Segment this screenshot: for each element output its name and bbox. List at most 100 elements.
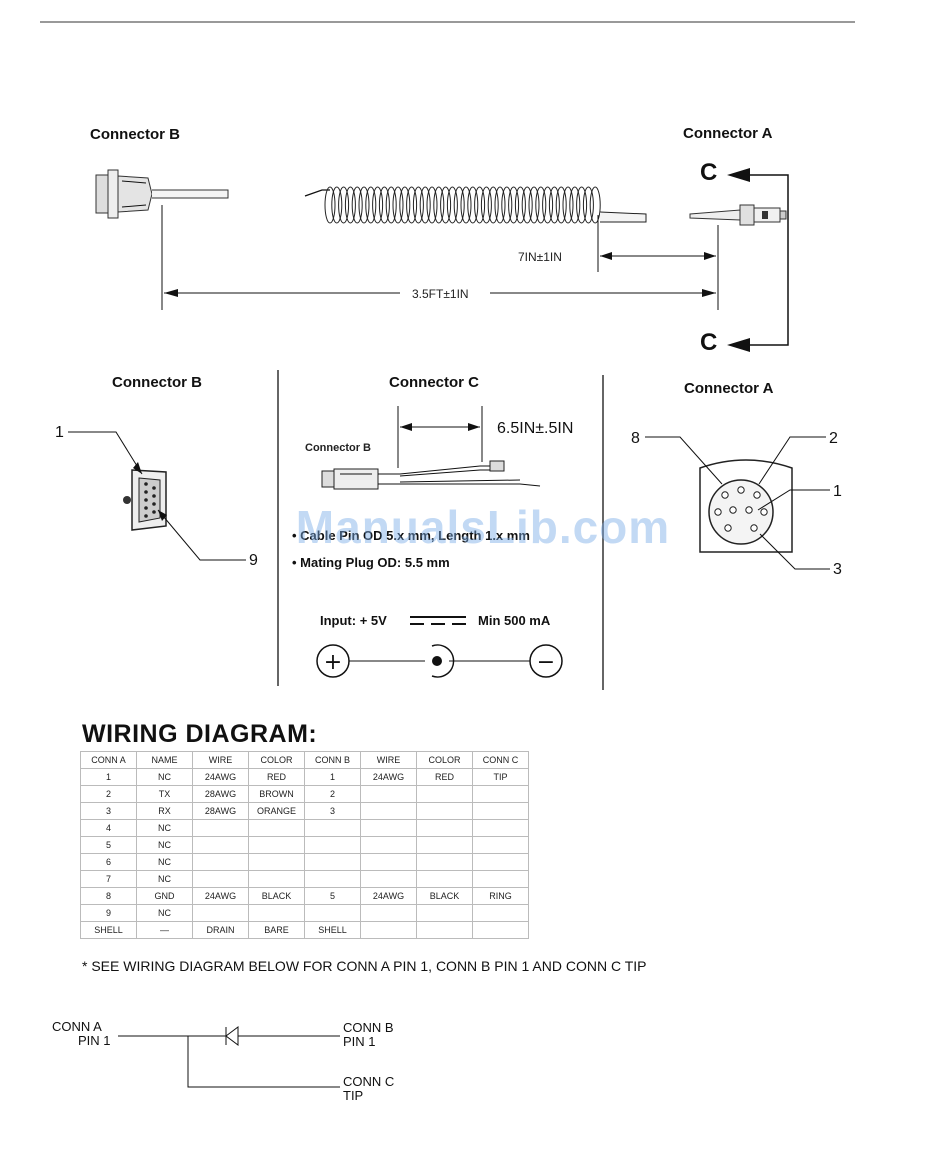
table-cell bbox=[360, 870, 417, 888]
table-cell: 8 bbox=[80, 887, 137, 905]
table-cell bbox=[192, 904, 249, 922]
din-pin-2-label: 2 bbox=[829, 430, 838, 447]
coil-loop bbox=[508, 186, 520, 224]
table-cell: TX bbox=[136, 785, 193, 803]
coiled-cable-icon bbox=[304, 186, 647, 224]
table-cell bbox=[192, 870, 249, 888]
coil-lead-right bbox=[599, 211, 647, 223]
table-cell: GND bbox=[136, 887, 193, 905]
coil-loop bbox=[555, 186, 567, 224]
table-cell: ORANGE bbox=[248, 802, 305, 820]
detail-connector-a-title: Connector A bbox=[684, 380, 774, 397]
table-cell: 24AWG bbox=[360, 887, 417, 905]
coil-loop bbox=[474, 186, 486, 224]
table-cell: 5 bbox=[80, 836, 137, 854]
table-cell bbox=[416, 819, 473, 837]
table-cell bbox=[360, 921, 417, 939]
mini-din-connector-icon bbox=[699, 459, 793, 553]
coil-loop bbox=[399, 186, 411, 224]
minus-symbol: − bbox=[537, 650, 555, 675]
coil-loop bbox=[392, 186, 404, 224]
table-cell: 9 bbox=[80, 904, 137, 922]
c-label-top: C bbox=[700, 159, 717, 186]
coil-loop bbox=[385, 186, 397, 224]
coil-loop bbox=[494, 186, 506, 224]
table-cell bbox=[304, 870, 361, 888]
table-cell: 7 bbox=[80, 870, 137, 888]
y-cable-icon bbox=[321, 460, 541, 490]
din-pin bbox=[753, 491, 761, 499]
din-pin-8-label: 8 bbox=[631, 430, 640, 447]
table-cell bbox=[192, 819, 249, 837]
table-cell: 24AWG bbox=[192, 768, 249, 786]
table-cell bbox=[248, 853, 305, 871]
table-cell bbox=[192, 836, 249, 854]
coil-loop bbox=[487, 186, 499, 224]
coil-loop bbox=[528, 186, 540, 224]
table-cell: BROWN bbox=[248, 785, 305, 803]
wiring-header-cell: WIRE bbox=[360, 751, 417, 769]
db9-pin bbox=[152, 486, 156, 490]
table-cell: RING bbox=[472, 887, 529, 905]
wiring-header-cell: NAME bbox=[136, 751, 193, 769]
wiring-header-cell: CONN B bbox=[304, 751, 361, 769]
din-pin bbox=[729, 506, 737, 514]
table-cell bbox=[248, 819, 305, 837]
c-bracket bbox=[727, 168, 789, 352]
table-cell: NC bbox=[136, 819, 193, 837]
din-pin bbox=[724, 524, 732, 532]
table-cell: BLACK bbox=[416, 887, 473, 905]
coil-loop bbox=[440, 186, 452, 224]
db9-leader-lines bbox=[68, 431, 246, 561]
table-cell bbox=[416, 870, 473, 888]
detail-connector-b-title: Connector B bbox=[112, 374, 202, 391]
coil-loop bbox=[419, 186, 431, 224]
table-cell bbox=[472, 853, 529, 871]
table-cell: NC bbox=[136, 836, 193, 854]
table-cell bbox=[472, 836, 529, 854]
spec-bullet-1: • Cable Pin OD 5.x mm, Length 1.x mm bbox=[292, 528, 530, 543]
table-cell: 4 bbox=[80, 819, 137, 837]
db9-pin bbox=[144, 482, 148, 486]
coil-loop bbox=[576, 186, 588, 224]
db9-pin bbox=[144, 490, 148, 494]
table-cell bbox=[248, 870, 305, 888]
table-cell bbox=[416, 785, 473, 803]
schematic-conn-c-label: CONN C TIP bbox=[343, 1075, 394, 1103]
spec-bullet-2: • Mating Plug OD: 5.5 mm bbox=[292, 555, 450, 570]
table-cell: 28AWG bbox=[192, 802, 249, 820]
coil-loop bbox=[365, 186, 377, 224]
schematic-wire-c bbox=[187, 1036, 340, 1088]
table-cell: BLACK bbox=[248, 887, 305, 905]
table-cell bbox=[472, 921, 529, 939]
coil-loop bbox=[548, 186, 560, 224]
dc-symbol-icon bbox=[410, 616, 466, 625]
coil-loop bbox=[406, 186, 418, 224]
table-cell: NC bbox=[136, 853, 193, 871]
schematic-conn-b-line1: CONN B bbox=[343, 1020, 394, 1035]
table-cell: 2 bbox=[80, 785, 137, 803]
table-cell bbox=[472, 904, 529, 922]
coil-loop bbox=[412, 186, 424, 224]
plus-symbol: + bbox=[324, 650, 342, 675]
connector-a-plug-side-icon bbox=[689, 204, 787, 226]
table-cell: 1 bbox=[80, 768, 137, 786]
table-cell bbox=[304, 819, 361, 837]
coil-loop bbox=[338, 186, 350, 224]
din-leader-lines bbox=[645, 436, 830, 570]
table-cell: BARE bbox=[248, 921, 305, 939]
table-cell bbox=[360, 802, 417, 820]
wiring-footnote: * SEE WIRING DIAGRAM BELOW FOR CONN A PI… bbox=[82, 958, 647, 974]
table-cell: 3 bbox=[80, 802, 137, 820]
coil-loop bbox=[535, 186, 547, 224]
table-cell bbox=[472, 819, 529, 837]
